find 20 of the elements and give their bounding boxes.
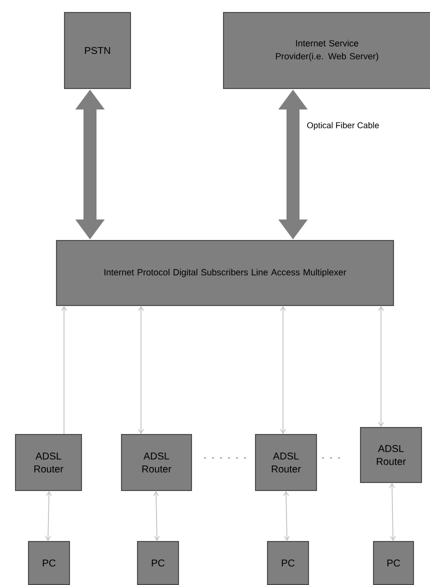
router-box: ADSL Router bbox=[255, 434, 317, 491]
arrow bbox=[153, 491, 160, 541]
computer-box: PC bbox=[373, 541, 414, 585]
server-box: Internet Service Provider(i.e. Web Server) bbox=[223, 12, 430, 89]
router-box: ADSL Router bbox=[360, 427, 422, 483]
edge-label: Optical Fiber Cable bbox=[306, 121, 380, 131]
arrow bbox=[283, 491, 290, 542]
router-box: ADSL Router bbox=[121, 434, 192, 491]
arrow bbox=[378, 306, 384, 427]
computer-box: PC bbox=[137, 541, 179, 585]
computer-box: PC bbox=[28, 541, 70, 585]
network-box: PSTN bbox=[64, 12, 131, 89]
multiplexer-box: Internet Protocol Digital Subscribers Line Access Multiplexer bbox=[56, 240, 394, 306]
arrow bbox=[389, 483, 396, 541]
arrow bbox=[45, 491, 52, 542]
arrow bbox=[280, 306, 286, 434]
arrow bbox=[61, 306, 67, 434]
computer-box: PC bbox=[267, 541, 309, 585]
router-box: ADSL Router bbox=[15, 434, 82, 491]
arrow bbox=[138, 306, 144, 434]
